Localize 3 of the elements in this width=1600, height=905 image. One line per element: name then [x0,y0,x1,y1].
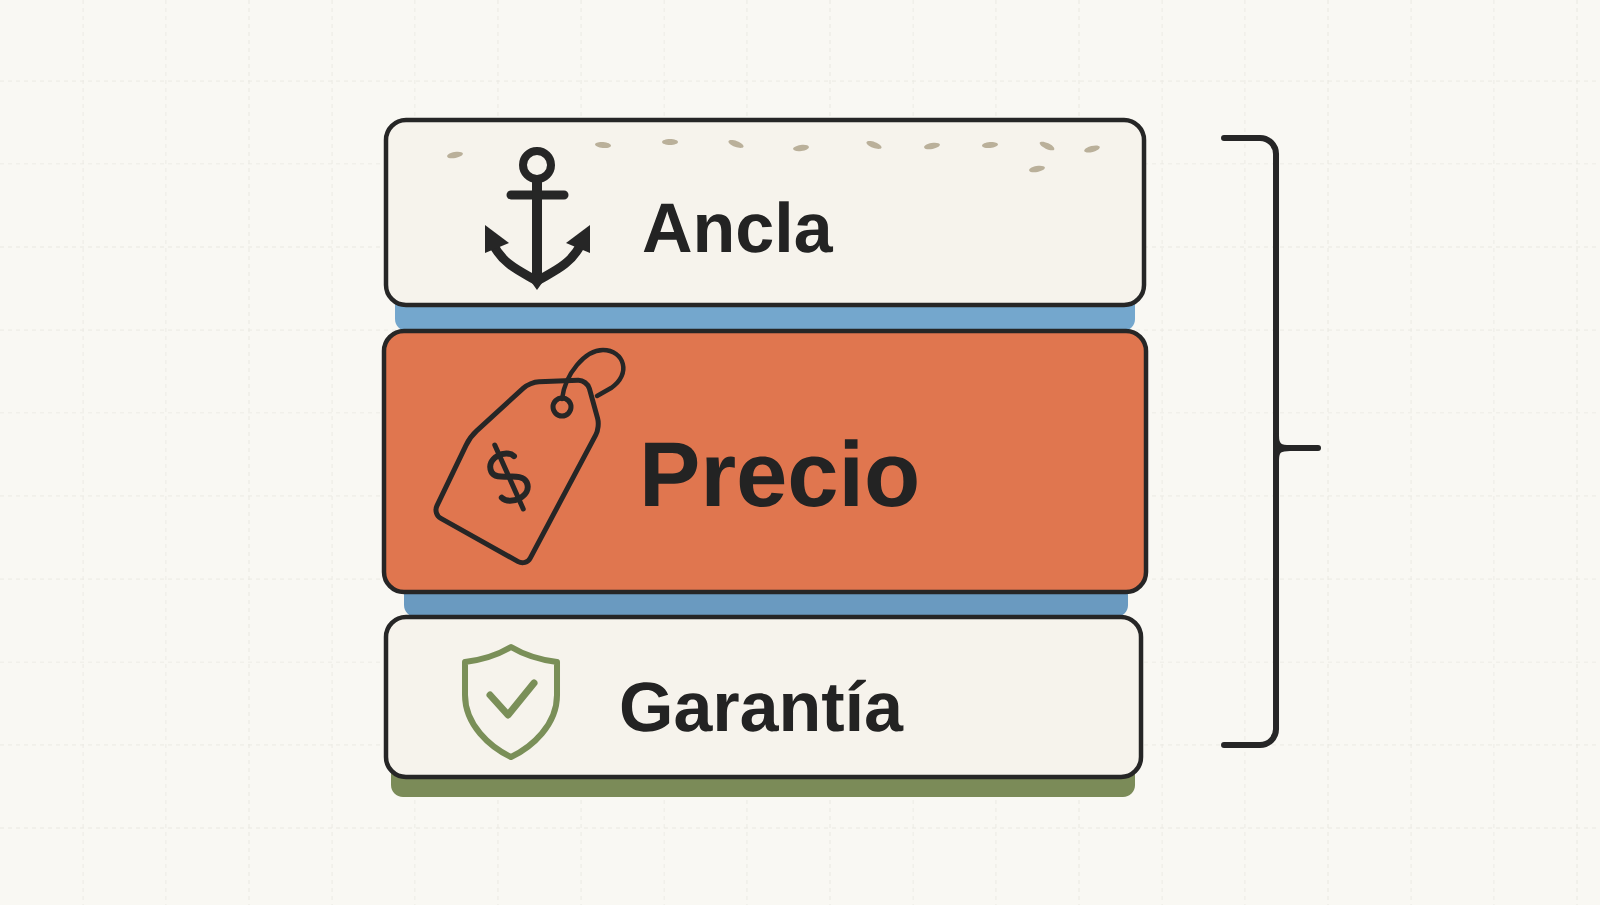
layer-box: Ancla [383,117,1147,308]
layer-box: Garantía [383,614,1144,780]
layer-box: Precio [381,328,1149,595]
